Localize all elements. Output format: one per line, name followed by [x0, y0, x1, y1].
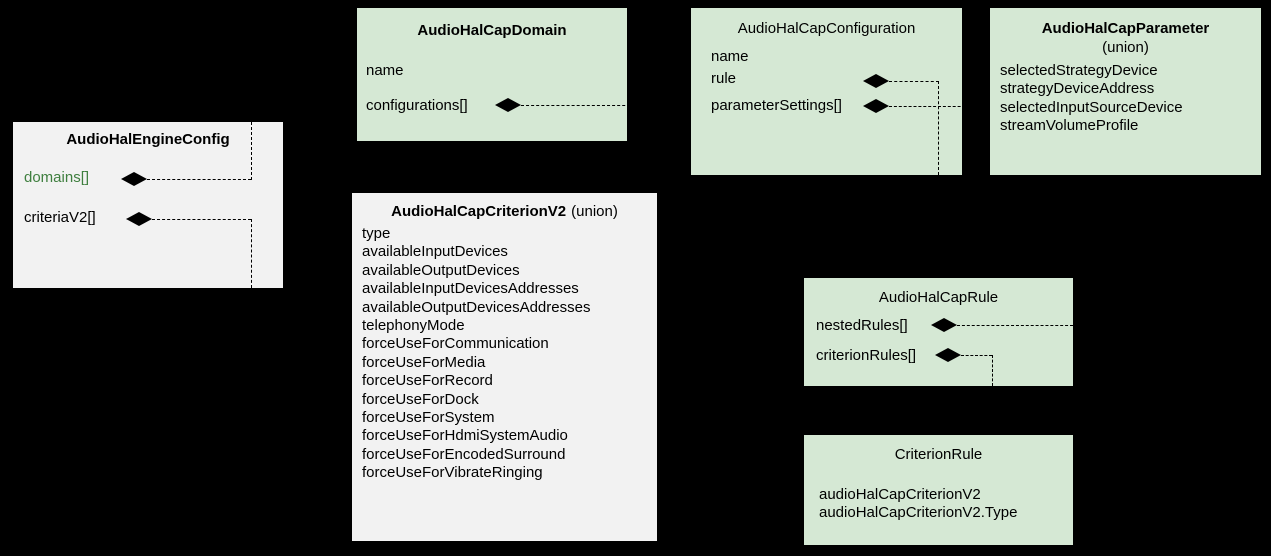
field-list-criterion-rule: audioHalCapCriterionV2 audioHalCapCriter… [819, 486, 1017, 523]
class-box-audio-hal-engine-config[interactable]: AudioHalEngineConfig domains[] criteriaV… [13, 122, 283, 288]
class-title-audio-hal-cap-configuration: AudioHalCapConfiguration [737, 20, 916, 37]
field-cap-parameter-stream-volume-profile: streamVolumeProfile [1000, 117, 1139, 135]
field-criterion-force-use-for-system: forceUseForSystem [362, 409, 495, 427]
class-title-audio-hal-cap-domain: AudioHalCapDomain [417, 22, 567, 39]
aggregation-diamond-configurations [495, 98, 521, 112]
aggregation-diamond-nested-rules [931, 318, 957, 332]
class-box-audio-hal-cap-configuration[interactable]: AudioHalCapConfiguration name rule param… [691, 8, 962, 175]
field-cap-parameter-selected-strategy-device: selectedStrategyDevice [1000, 62, 1158, 79]
field-cap-configuration-name: name [711, 48, 749, 65]
class-box-criterion-rule[interactable]: CriterionRule audioHalCapCriterionV2 aud… [804, 435, 1073, 545]
class-title-audio-hal-cap-criterion-v2: AudioHalCapCriterionV2(union) [352, 203, 657, 221]
class-title-criterion-rule: CriterionRule [894, 446, 983, 463]
field-criterion-force-use-for-communication: forceUseForCommunication [362, 335, 549, 353]
field-cap-domain-name: name [366, 62, 404, 79]
field-cap-parameter-selected-input-source-device: selectedInputSourceDevice [1000, 98, 1183, 116]
field-criterion-telephony-mode: telephonyMode [362, 317, 465, 335]
aggregation-diamond-criterion-rules [935, 348, 961, 362]
field-cap-parameter-strategy-device-address: strategyDeviceAddress [1000, 80, 1155, 98]
field-criterion-rule-audio-hal-cap-criterion-v2-type: audioHalCapCriterionV2.Type [819, 504, 1018, 522]
field-list-cap-parameter: selectedStrategyDevice strategyDeviceAdd… [1000, 62, 1183, 136]
class-title-audio-hal-cap-rule: AudioHalCapRule [878, 289, 999, 306]
field-engine-config-domains: domains[] [24, 169, 90, 186]
class-title-audio-hal-engine-config: AudioHalEngineConfig [66, 131, 230, 148]
class-title-suffix-criterion-v2: (union) [571, 203, 618, 220]
field-criterion-force-use-for-encoded-surround: forceUseForEncodedSurround [362, 445, 566, 463]
field-criterion-force-use-for-dock: forceUseForDock [362, 390, 479, 408]
field-criterion-force-use-for-hdmi-system-audio: forceUseForHdmiSystemAudio [362, 427, 568, 445]
aggregation-diamond-rule [863, 74, 889, 88]
class-box-audio-hal-cap-criterion-v2[interactable]: AudioHalCapCriterionV2(union) type avail… [352, 193, 657, 541]
connector-rule-horizontal [889, 81, 939, 82]
field-criterion-force-use-for-media: forceUseForMedia [362, 353, 486, 371]
connector-criterion-rules-horizontal [961, 355, 992, 356]
connector-parameter-settings-horizontal [889, 106, 990, 107]
connector-nested-rules-horizontal [957, 325, 1073, 326]
connector-domains-vertical [251, 122, 252, 180]
field-criterion-force-use-for-record: forceUseForRecord [362, 372, 493, 390]
class-subtitle-audio-hal-cap-parameter: (union) [1102, 39, 1149, 56]
class-title-text-criterion-v2: AudioHalCapCriterionV2 [391, 203, 567, 220]
connector-configurations-horizontal [521, 105, 691, 106]
field-criterion-available-input-devices-addresses: availableInputDevicesAddresses [362, 280, 579, 298]
connector-rule-vertical [938, 81, 939, 175]
field-cap-configuration-rule: rule [711, 70, 737, 87]
class-box-audio-hal-cap-domain[interactable]: AudioHalCapDomain name configurations[] [357, 8, 627, 141]
class-box-audio-hal-cap-rule[interactable]: AudioHalCapRule nestedRules[] criterionR… [804, 278, 1073, 386]
field-criterion-available-output-devices-addresses: availableOutputDevicesAddresses [362, 298, 591, 316]
field-cap-configuration-parameter-settings: parameterSettings[] [711, 97, 842, 114]
field-criterion-available-output-devices: availableOutputDevices [362, 261, 520, 279]
connector-domains-horizontal [147, 179, 251, 180]
class-title-audio-hal-cap-parameter: AudioHalCapParameter [1041, 20, 1210, 37]
field-criterion-available-input-devices: availableInputDevices [362, 243, 508, 261]
connector-criteria-horizontal [152, 219, 251, 220]
aggregation-diamond-domains [121, 172, 147, 186]
class-box-audio-hal-cap-parameter[interactable]: AudioHalCapParameter (union) selectedStr… [990, 8, 1261, 175]
field-cap-rule-criterion-rules: criterionRules[] [816, 347, 917, 364]
field-cap-rule-nested-rules: nestedRules[] [816, 317, 908, 334]
field-criterion-type: type [362, 225, 391, 242]
field-engine-config-criteria-v2: criteriaV2[] [24, 209, 96, 226]
field-list-cap-criterion-v2: type availableInputDevices availableOutp… [362, 225, 590, 483]
aggregation-diamond-parameter-settings [863, 99, 889, 113]
connector-criteria-vertical [251, 219, 252, 288]
field-criterion-rule-audio-hal-cap-criterion-v2: audioHalCapCriterionV2 [819, 486, 981, 503]
field-criterion-force-use-for-vibrate-ringing: forceUseForVibrateRinging [362, 464, 543, 482]
aggregation-diamond-criteria-v2 [126, 212, 152, 226]
field-cap-domain-configurations: configurations[] [366, 97, 468, 114]
connector-criterion-rules-vertical [992, 355, 993, 386]
